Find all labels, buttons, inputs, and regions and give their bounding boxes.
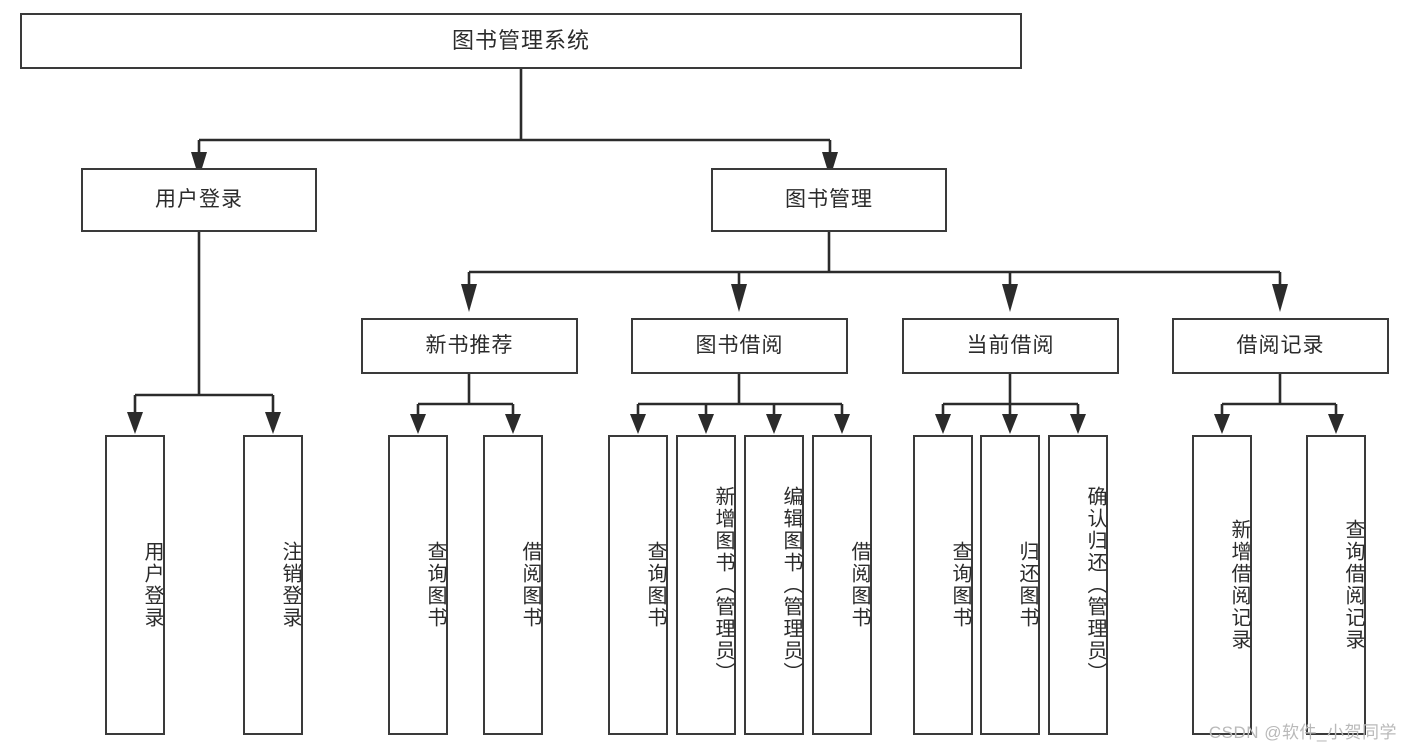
arrowhead	[461, 284, 477, 312]
arrowhead	[265, 412, 281, 434]
node-borrow-records[interactable]: 借阅记录	[1172, 318, 1389, 374]
leaf-query-books-current[interactable]: 查询图书	[913, 435, 973, 735]
arrowhead	[505, 414, 521, 434]
node-label: 借阅图书	[519, 541, 541, 629]
arrowhead	[630, 414, 646, 434]
leaf-query-books-borrow[interactable]: 查询图书	[608, 435, 668, 735]
node-label: 查询图书	[644, 541, 666, 629]
arrowhead	[1328, 414, 1344, 434]
node-label: 图书管理	[785, 188, 873, 212]
leaf-borrow-book[interactable]: 借阅图书	[812, 435, 872, 735]
node-label: 确认归还（管理员）	[1084, 486, 1106, 684]
node-label: 查询图书	[424, 541, 446, 629]
arrowhead	[731, 284, 747, 312]
arrowhead	[1214, 414, 1230, 434]
node-label: 编辑图书（管理员）	[780, 486, 802, 684]
leaf-query-borrow-record[interactable]: 查询借阅记录	[1306, 435, 1366, 735]
leaf-add-book-admin[interactable]: 新增图书（管理员）	[676, 435, 736, 735]
node-label: 当前借阅	[966, 334, 1055, 358]
arrowhead	[1272, 284, 1288, 312]
arrowhead	[1002, 284, 1018, 312]
node-label: 借阅记录	[1236, 334, 1325, 358]
leaf-add-borrow-record[interactable]: 新增借阅记录	[1192, 435, 1252, 735]
arrowhead	[1070, 414, 1086, 434]
arrowhead	[834, 414, 850, 434]
node-root-system[interactable]: 图书管理系统	[20, 13, 1022, 69]
arrowhead	[1002, 414, 1018, 434]
node-new-book-recommend[interactable]: 新书推荐	[361, 318, 578, 374]
node-current-borrow[interactable]: 当前借阅	[902, 318, 1119, 374]
leaf-query-books-recommend[interactable]: 查询图书	[388, 435, 448, 735]
node-label: 用户登录	[141, 541, 163, 629]
leaf-edit-book-admin[interactable]: 编辑图书（管理员）	[744, 435, 804, 735]
node-label: 查询借阅记录	[1342, 519, 1364, 651]
node-label: 归还图书	[1016, 541, 1038, 629]
node-label: 新增借阅记录	[1228, 519, 1250, 651]
node-user-login[interactable]: 用户登录	[81, 168, 317, 232]
node-label: 用户登录	[155, 188, 243, 212]
watermark-text: CSDN @软件_小贺同学	[1208, 723, 1397, 742]
node-label: 注销登录	[279, 541, 301, 629]
arrowhead	[935, 414, 951, 434]
leaf-return-book[interactable]: 归还图书	[980, 435, 1040, 735]
leaf-confirm-return-admin[interactable]: 确认归还（管理员）	[1048, 435, 1108, 735]
node-label: 查询图书	[949, 541, 971, 629]
arrowhead	[410, 414, 426, 434]
leaf-borrow-books-recommend[interactable]: 借阅图书	[483, 435, 543, 735]
node-book-management[interactable]: 图书管理	[711, 168, 947, 232]
arrowhead	[698, 414, 714, 434]
node-label: 新增图书（管理员）	[712, 486, 734, 684]
node-book-borrow[interactable]: 图书借阅	[631, 318, 848, 374]
leaf-user-login[interactable]: 用户登录	[105, 435, 165, 735]
leaf-logout[interactable]: 注销登录	[243, 435, 303, 735]
node-label: 图书借阅	[695, 334, 784, 358]
arrowhead	[766, 414, 782, 434]
node-label: 图书管理系统	[451, 27, 590, 53]
arrowhead	[127, 412, 143, 434]
node-label: 借阅图书	[848, 541, 870, 629]
node-label: 新书推荐	[425, 334, 514, 358]
